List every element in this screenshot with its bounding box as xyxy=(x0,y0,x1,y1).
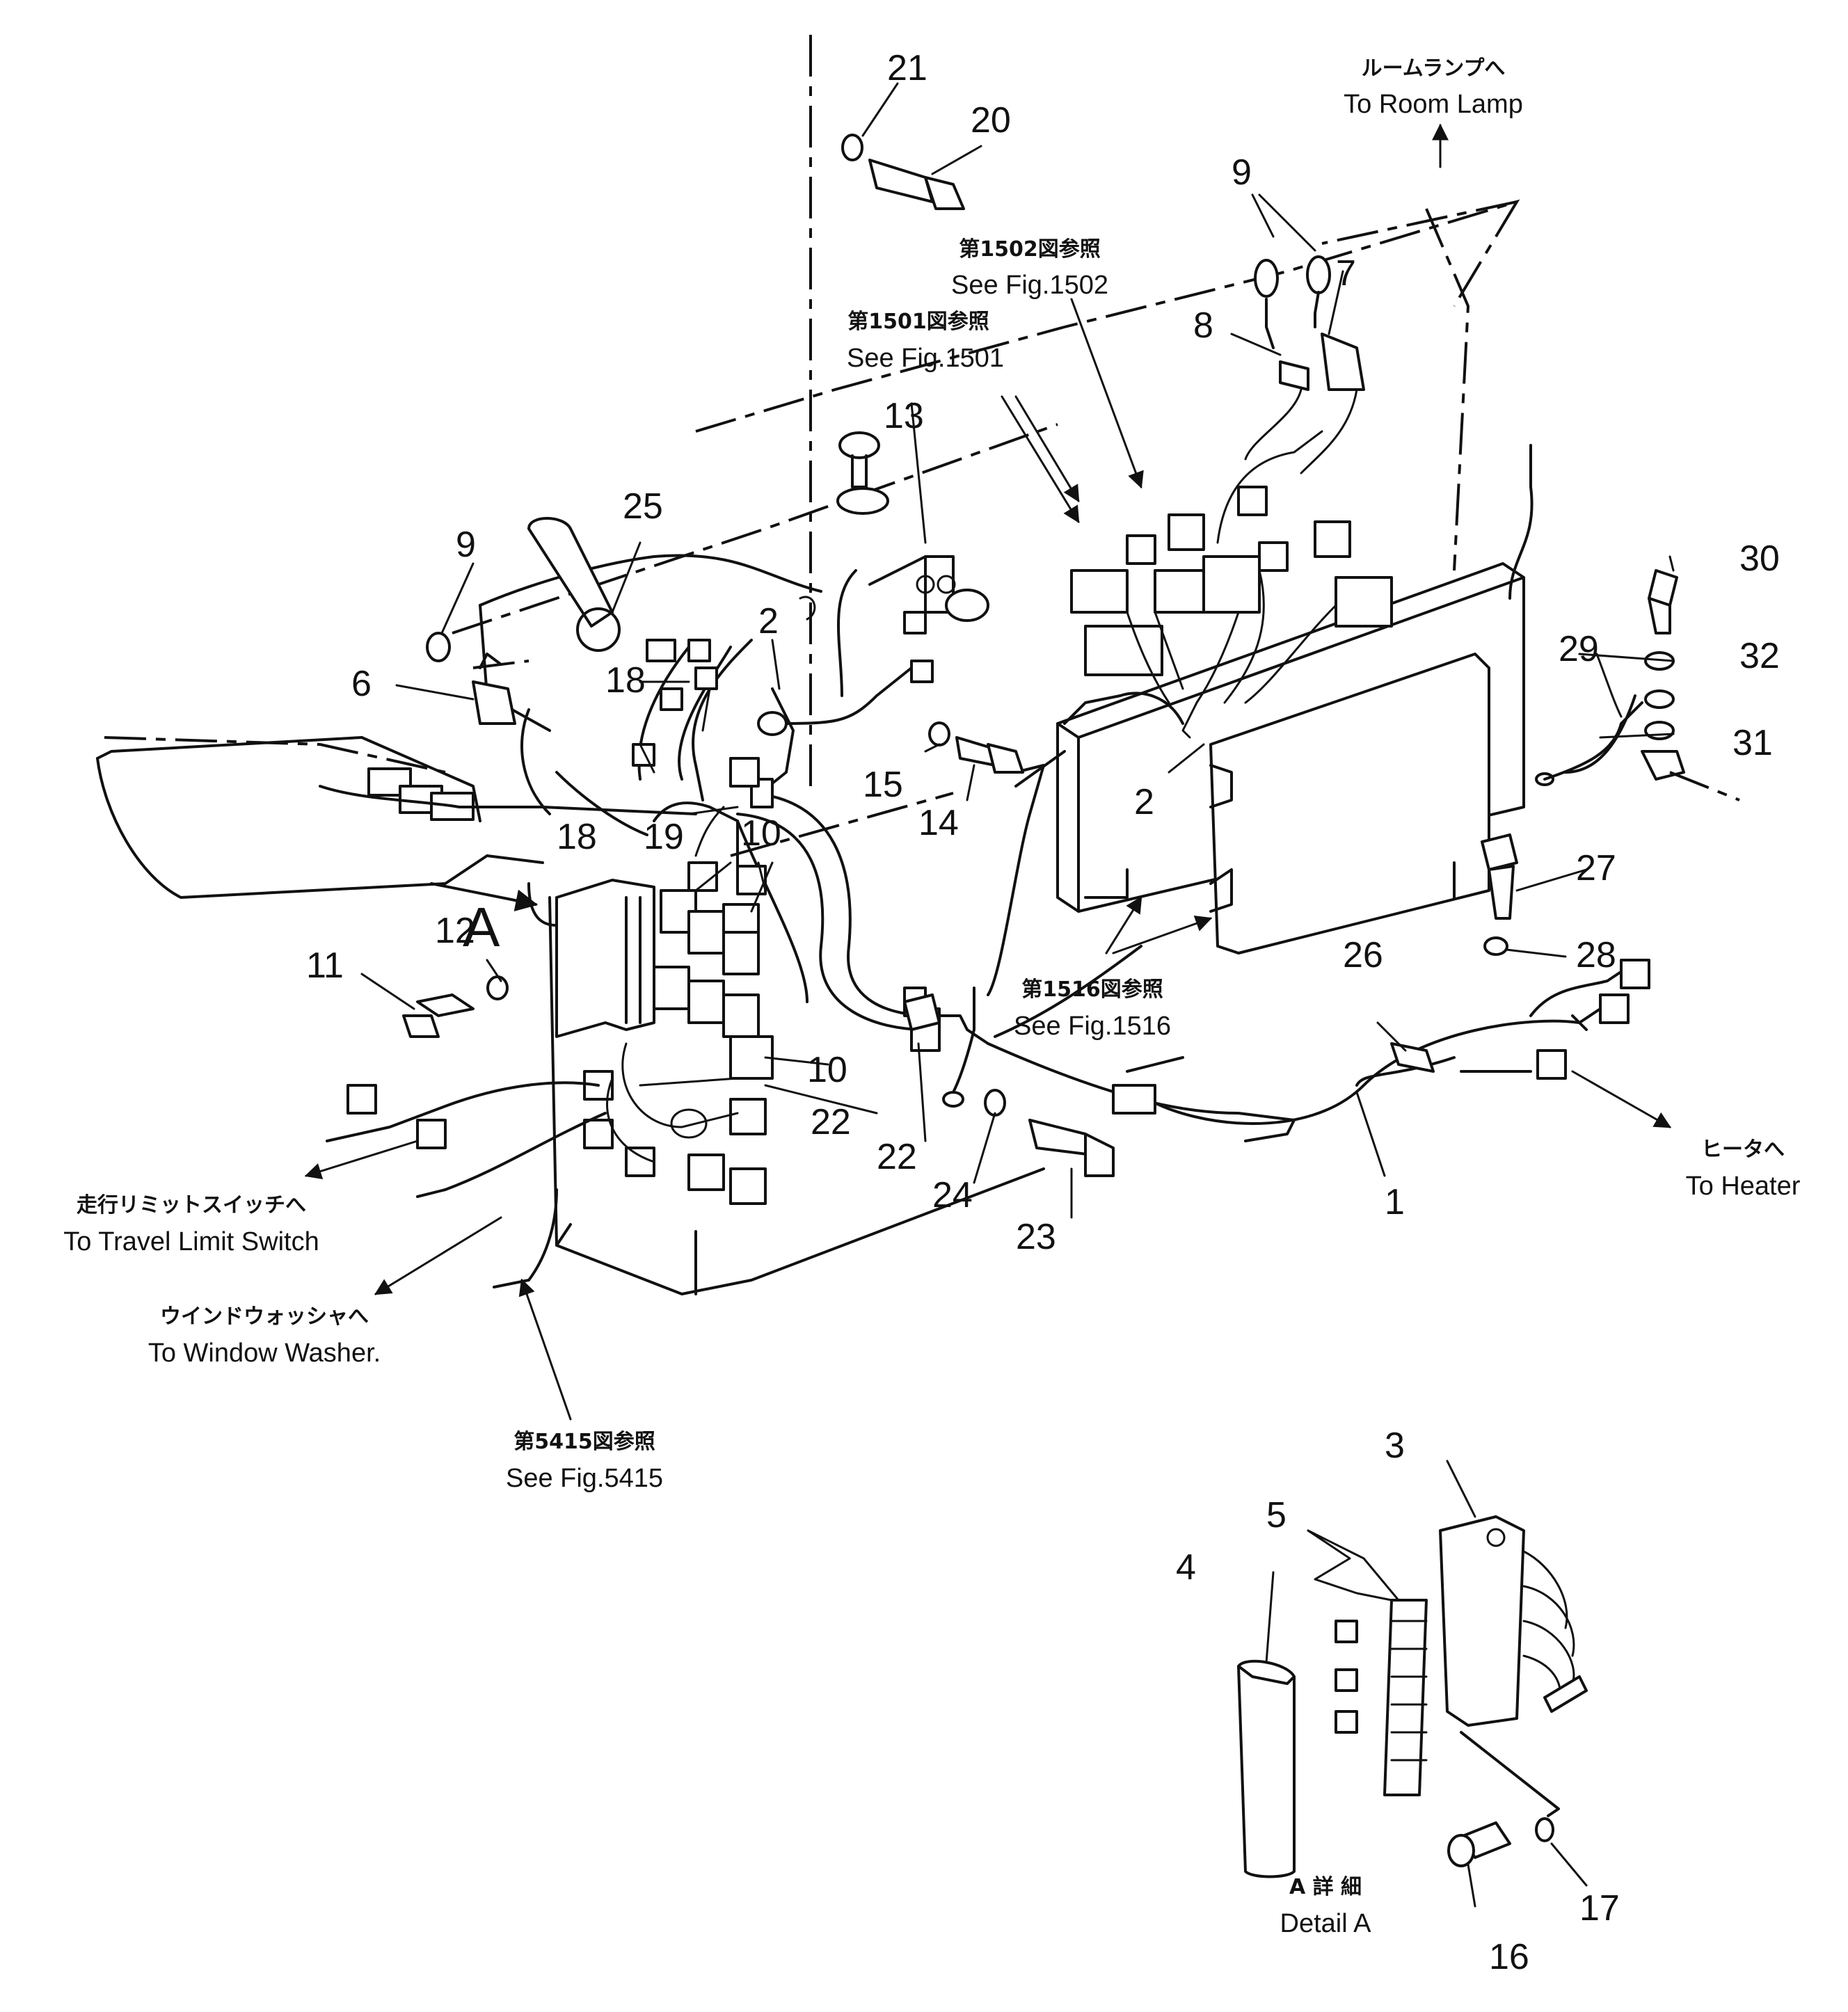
detail-a-marker: A xyxy=(463,896,500,958)
main-console-body xyxy=(479,554,1045,1295)
toggle-switches xyxy=(1244,255,1365,474)
relay-panel xyxy=(555,861,774,1205)
callout-13: 13 xyxy=(884,396,924,436)
callout-29: 29 xyxy=(1559,629,1599,669)
horn-knob xyxy=(836,431,989,622)
relay-group-top xyxy=(660,861,767,975)
window-washer-en: To Window Washer. xyxy=(148,1339,381,1368)
callout-5: 5 xyxy=(1266,1495,1287,1535)
room-lamp-en: To Room Lamp xyxy=(1344,90,1523,119)
harness-connectors xyxy=(346,575,1650,1149)
callout-11: 11 xyxy=(306,945,344,986)
callout-21: 21 xyxy=(887,48,927,88)
callout-2-left: 2 xyxy=(758,601,779,641)
reference-labels: ルームランプへ To Room Lamp 第1502図参照 See Fig.15… xyxy=(63,56,1800,1938)
callout-7: 7 xyxy=(1336,253,1356,294)
callout-31: 31 xyxy=(1732,723,1773,763)
harness-wires xyxy=(319,444,1636,1288)
top-connectors xyxy=(1070,430,1393,739)
callout-2-right: 2 xyxy=(1134,782,1154,822)
callout-18-bottom: 18 xyxy=(557,817,597,857)
callout-20: 20 xyxy=(971,100,1011,141)
callout-6: 6 xyxy=(351,664,372,704)
callout-22-right: 22 xyxy=(811,1102,851,1142)
callout-9-top: 9 xyxy=(1232,152,1252,193)
callout-23: 23 xyxy=(1016,1217,1056,1257)
side-console xyxy=(96,736,544,899)
callout-17: 17 xyxy=(1579,1888,1620,1929)
heater-en: To Heater xyxy=(1686,1172,1801,1201)
callout-12: 12 xyxy=(435,911,475,951)
callout-30: 30 xyxy=(1739,538,1780,579)
detail-a-en: Detail A xyxy=(1280,1909,1372,1938)
callout-1: 1 xyxy=(1385,1182,1405,1222)
fig5415-en: See Fig.5415 xyxy=(506,1464,663,1493)
detail-a xyxy=(1237,1515,1588,1878)
fig1516-en: See Fig.1516 xyxy=(1014,1012,1171,1041)
fig1501-en: See Fig.1501 xyxy=(847,344,1004,373)
detail-a-jp: A 詳 細 xyxy=(1289,1875,1362,1899)
control-lever xyxy=(527,517,621,652)
callout-24: 24 xyxy=(932,1175,973,1215)
room-lamp-jp: ルームランプへ xyxy=(1362,56,1506,81)
callout-19: 19 xyxy=(644,817,684,857)
callout-25: 25 xyxy=(623,486,663,527)
callout-10-bottom: 10 xyxy=(807,1050,847,1090)
leader-lines xyxy=(304,82,1675,1908)
fig1502-jp: 第1502図参照 xyxy=(959,237,1101,262)
callout-15: 15 xyxy=(863,765,903,805)
callout-28: 28 xyxy=(1576,935,1616,975)
hardware xyxy=(402,134,1740,1177)
fig1502-en: See Fig.1502 xyxy=(951,271,1108,300)
fig5415-jp: 第5415図参照 xyxy=(513,1430,655,1454)
callout-32: 32 xyxy=(1739,636,1780,676)
controller-box xyxy=(1056,562,1525,955)
travel-limit-jp: 走行リミットスイッチへ xyxy=(77,1193,306,1217)
cab-outline xyxy=(104,35,1520,857)
left-switch xyxy=(426,632,516,725)
window-washer-jp: ウインドウォッシャへ xyxy=(160,1304,369,1329)
heater-jp: ヒータへ xyxy=(1701,1137,1785,1162)
callout-14: 14 xyxy=(918,803,959,843)
callout-26: 26 xyxy=(1343,935,1383,975)
fig1516-jp: 第1516図参照 xyxy=(1021,977,1163,1002)
callout-27: 27 xyxy=(1576,848,1616,888)
callout-9-left: 9 xyxy=(456,525,476,565)
fig1501-jp: 第1501図参照 xyxy=(847,310,989,334)
callout-3: 3 xyxy=(1385,1426,1405,1466)
callout-8: 8 xyxy=(1193,305,1213,346)
callout-10-top: 10 xyxy=(741,813,781,854)
callout-16: 16 xyxy=(1489,1937,1529,1977)
callout-numbers: 21 20 9 7 8 13 25 9 6 2 18 18 19 10 15 1… xyxy=(306,48,1780,1977)
callout-18-top: 18 xyxy=(605,660,646,701)
travel-limit-en: To Travel Limit Switch xyxy=(63,1227,319,1256)
callout-4: 4 xyxy=(1176,1547,1196,1588)
relay-group-lower xyxy=(583,966,774,1205)
callout-22-left: 22 xyxy=(877,1137,917,1177)
